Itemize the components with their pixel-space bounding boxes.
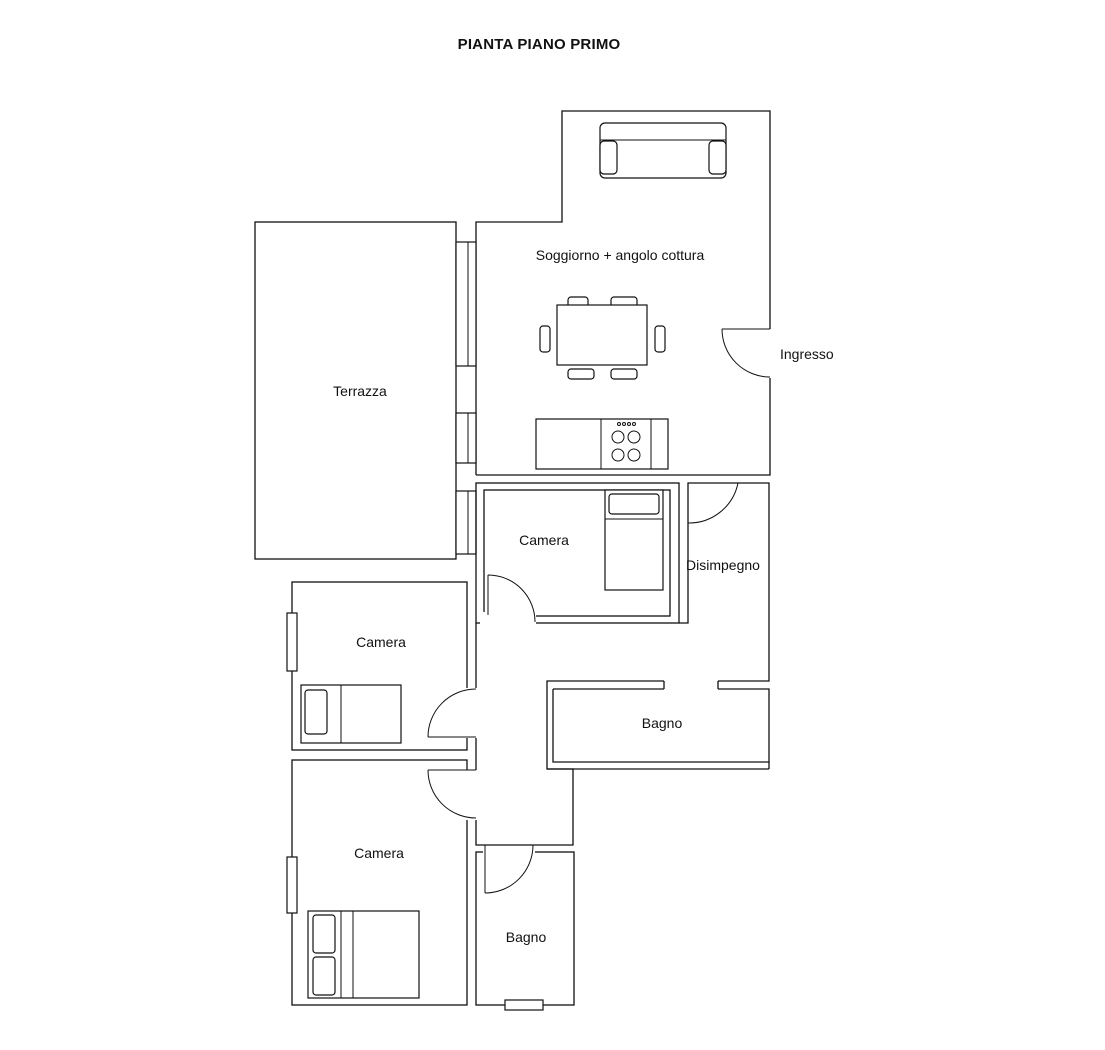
bedroom-2-label: Camera — [356, 634, 406, 650]
living-room-label: Soggiorno + angolo cottura — [536, 247, 705, 263]
terrace-outline — [254, 221, 457, 560]
bedroom-2 — [286, 581, 483, 751]
bathroom-2-label: Bagno — [506, 929, 547, 945]
bathroom-2-door[interactable] — [484, 844, 534, 894]
single-bed-icon — [604, 489, 664, 591]
bedroom-2-window — [286, 612, 298, 672]
plan-title: PIANTA PIANO PRIMO — [457, 36, 621, 53]
bedroom-2-door[interactable] — [427, 688, 477, 738]
bathroom-1 — [547, 681, 770, 770]
bathroom-2 — [475, 844, 575, 1011]
terrace — [254, 221, 457, 560]
living-room-walls — [475, 110, 771, 476]
hallway-door[interactable] — [687, 482, 739, 524]
living-room — [475, 110, 774, 476]
kitchen-counter-icon — [535, 418, 669, 470]
terrace-label: Terrazza — [333, 383, 387, 399]
bathroom-2-window — [504, 999, 544, 1011]
terrace-windows — [455, 241, 477, 555]
hallway-label: Disimpegno — [686, 557, 760, 573]
entrance-label: Ingresso — [780, 346, 834, 362]
bedroom-1-label: Camera — [519, 532, 569, 548]
hallway-walls — [475, 623, 664, 846]
bedroom-3-window — [286, 856, 298, 914]
bedroom-3-door[interactable] — [427, 769, 477, 819]
dining-table-icon — [539, 296, 666, 380]
bedroom-1 — [475, 482, 680, 627]
bathroom-1-label: Bagno — [642, 715, 683, 731]
sofa-icon — [599, 122, 727, 179]
entrance-door[interactable] — [721, 328, 771, 378]
bedroom-1-door[interactable] — [487, 574, 536, 623]
bedroom-3-label: Camera — [354, 845, 404, 861]
single-bed-icon — [300, 684, 402, 744]
bedroom-3 — [286, 759, 483, 1006]
double-bed-icon — [307, 910, 420, 999]
